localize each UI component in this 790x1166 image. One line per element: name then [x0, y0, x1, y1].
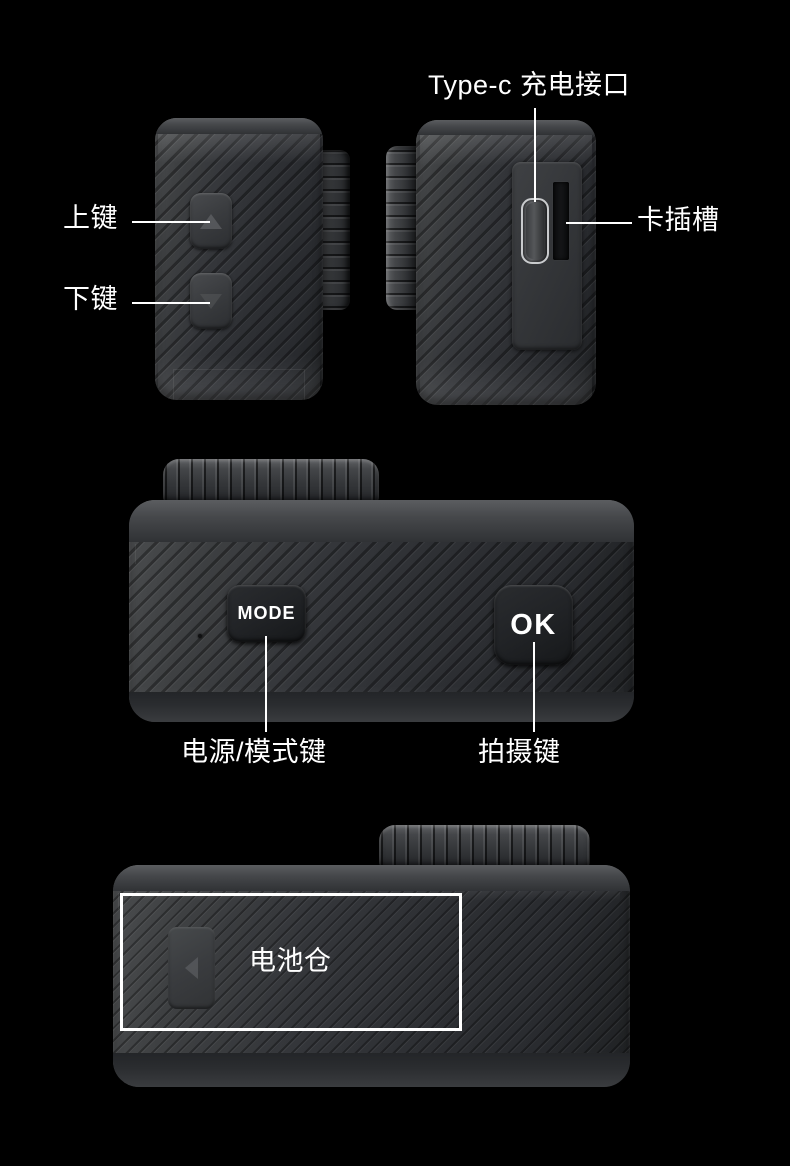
camera-body-left-side	[155, 118, 323, 400]
up-key-leader-line	[132, 221, 210, 223]
top-gloss	[419, 120, 593, 166]
texture-ribs	[155, 118, 323, 400]
lens-barrel-icon	[163, 459, 379, 504]
battery-latch-icon[interactable]	[168, 927, 215, 1009]
down-key-label: 下键	[63, 284, 118, 314]
port-door-panel[interactable]	[512, 162, 582, 350]
triangle-up-icon	[200, 213, 222, 229]
bottom-gloss	[123, 1051, 620, 1087]
bottom-bezel	[129, 692, 634, 722]
card-slot-leader-line	[566, 222, 632, 224]
side-seam	[135, 544, 136, 564]
lens-barrel-icon	[379, 825, 590, 869]
card-slot-label: 卡插槽	[637, 205, 720, 235]
mount-seam-right	[304, 370, 305, 400]
shutter-key-label: 拍摄键	[478, 737, 561, 767]
ok-button-label: OK	[510, 608, 557, 641]
side-seam	[118, 893, 119, 909]
usb-c-port-inner	[526, 203, 544, 259]
top-gloss	[139, 500, 624, 536]
mount-seam-left	[173, 370, 174, 400]
top-bezel	[113, 865, 630, 891]
battery-compartment-callout	[120, 893, 462, 1031]
typec-port-label: Type-c 充电接口	[428, 70, 631, 100]
latch-arrow-icon	[185, 957, 198, 979]
top-bezel	[416, 120, 596, 135]
power-mode-leader-line	[265, 636, 267, 732]
usb-c-port-icon[interactable]	[521, 198, 549, 264]
typec-leader-line	[534, 108, 536, 202]
top-bezel	[129, 500, 634, 542]
mode-button-label: MODE	[237, 603, 296, 623]
down-button[interactable]	[190, 273, 232, 329]
power-mode-key-label: 电源/模式键	[181, 737, 327, 767]
bottom-bezel	[113, 1053, 630, 1087]
bottom-gloss	[419, 359, 593, 405]
top-gloss	[158, 118, 320, 164]
sd-card-slot-icon[interactable]	[553, 182, 569, 260]
mode-button[interactable]: MODE	[227, 585, 306, 642]
shutter-leader-line	[533, 642, 535, 732]
up-key-label: 上键	[63, 203, 118, 233]
top-bezel	[155, 118, 323, 134]
triangle-down-icon	[200, 293, 222, 309]
down-key-leader-line	[132, 302, 210, 304]
battery-compartment-label: 电池仓	[249, 946, 332, 976]
mount-seam	[173, 369, 305, 370]
bottom-gloss	[158, 354, 320, 400]
bottom-gloss	[139, 686, 624, 722]
microphone-hole-icon	[198, 634, 202, 638]
